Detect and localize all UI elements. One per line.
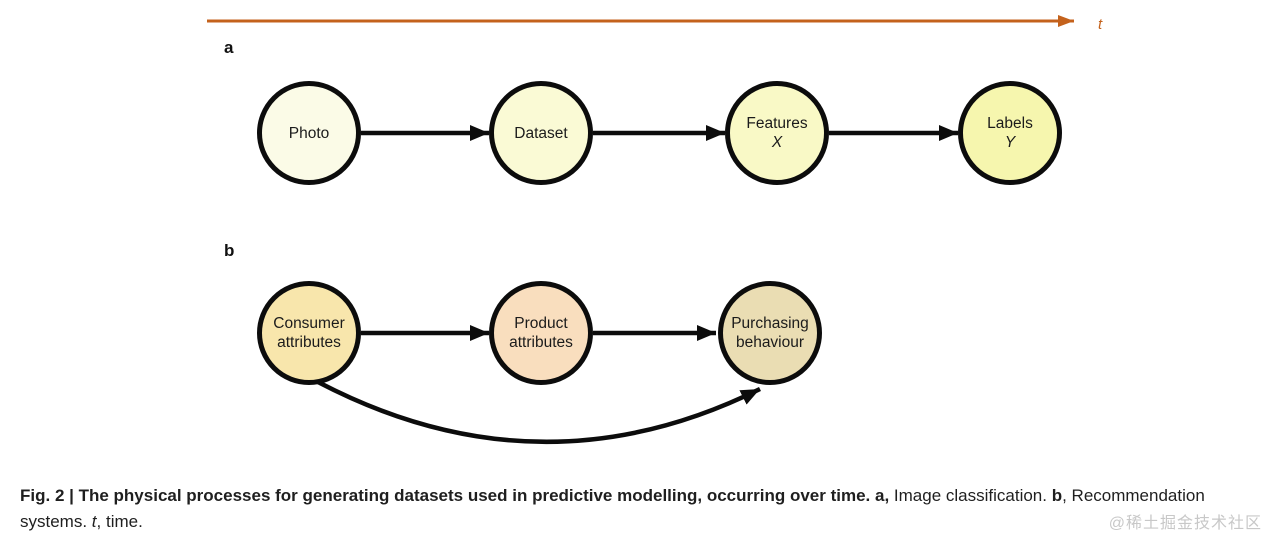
figure-caption: Fig. 2 | The physical processes for gene… (20, 483, 1265, 535)
node-dataset: Dataset (489, 81, 593, 185)
node-label: Features (746, 115, 808, 132)
node-variable-label: X (771, 134, 783, 151)
caption-fig-title: Fig. 2 | The physical processes for gene… (20, 486, 875, 505)
caption-b-text: , Recommendation systems. (20, 486, 1205, 531)
caption-t-text: , time. (96, 512, 143, 531)
node-label: attributes (509, 334, 573, 351)
node-features: Features X (725, 81, 829, 185)
node-labels: Labels Y (958, 81, 1062, 185)
node-label: attributes (277, 334, 341, 351)
node-label: behaviour (735, 334, 805, 351)
node-photo: Photo (257, 81, 361, 185)
node-label: Labels (987, 115, 1033, 132)
node-purchasing-behaviour: Purchasing behaviour (718, 281, 822, 385)
watermark: @稀土掘金技术社区 (1108, 515, 1262, 532)
node-product-attributes: Product attributes (489, 281, 593, 385)
caption-b-label: b (1051, 486, 1063, 505)
node-label: Consumer (273, 315, 345, 332)
node-label: Product (514, 315, 568, 332)
node-label: Photo (288, 124, 330, 142)
section-b-label: b (224, 241, 235, 260)
node-label: Dataset (514, 124, 568, 142)
node-consumer-attributes: Consumer attributes (257, 281, 361, 385)
caption-a-text: Image classification. (889, 486, 1052, 505)
node-label: Purchasing (731, 315, 809, 332)
section-a-label: a (224, 38, 234, 57)
arrow-consumer-purchasing-curved (316, 380, 761, 444)
caption-t-label: t (91, 512, 97, 531)
caption-a-label: a, (875, 486, 890, 505)
node-variable-label: Y (1004, 134, 1016, 151)
timeline-label: t (1098, 16, 1103, 33)
